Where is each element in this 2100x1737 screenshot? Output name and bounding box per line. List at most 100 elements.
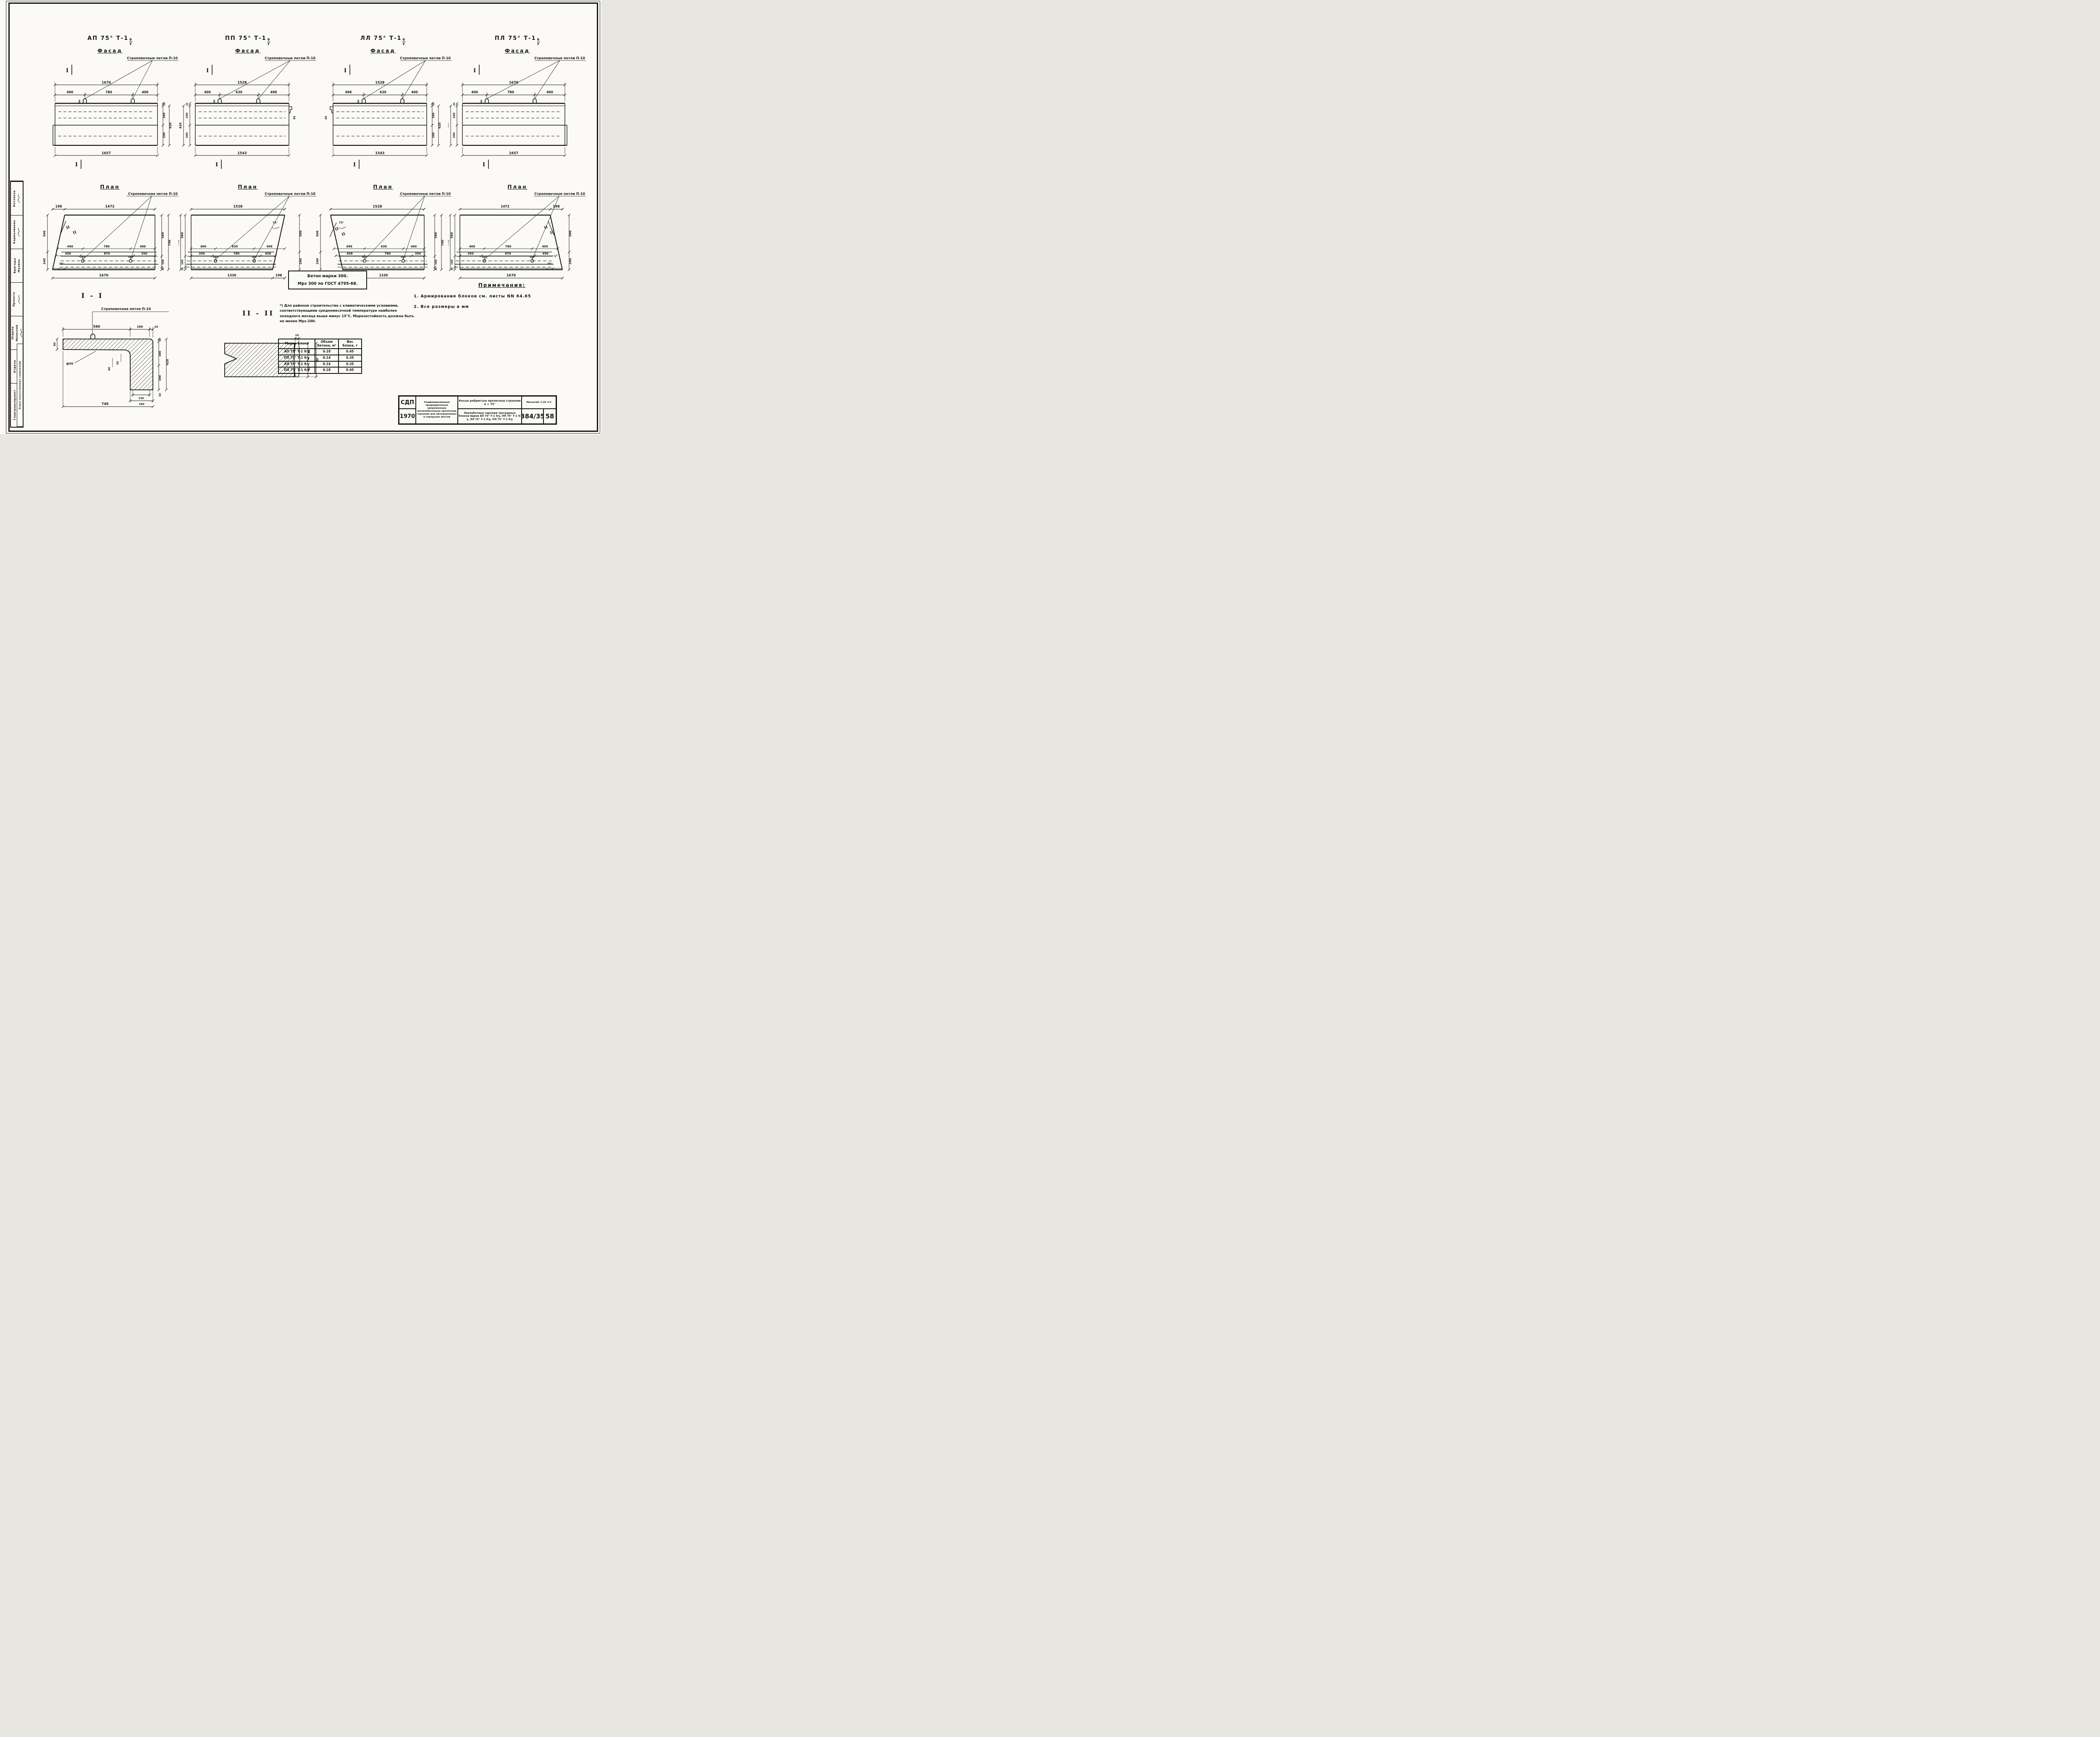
line	[561, 208, 564, 211]
stamp-dept-cell: Отдел искусственных сооружений	[17, 344, 23, 427]
line	[151, 405, 155, 408]
line	[257, 93, 260, 97]
line	[179, 213, 182, 217]
dim-label: 1472	[501, 205, 509, 208]
line	[331, 93, 335, 97]
facade-subtitle: Фасад	[370, 48, 396, 54]
section-mark: I	[344, 68, 346, 74]
line	[567, 250, 571, 254]
dim-label: 400	[411, 90, 418, 94]
section-1-title: I - I	[81, 292, 104, 300]
section-mark: I	[353, 162, 356, 168]
line	[82, 196, 152, 260]
dim-label: 500	[316, 231, 319, 237]
concrete-note-box: Бетон марки 300. Мрз 300 по ГОСТ 4795-68…	[288, 271, 367, 289]
section-mark: I	[473, 68, 476, 74]
line	[165, 388, 168, 392]
dim-label: 630	[380, 90, 386, 94]
dim-label: 450	[542, 252, 549, 255]
line	[283, 208, 286, 211]
dim-label: 350	[141, 252, 147, 255]
line	[81, 247, 84, 250]
loops-leader-label: Строповочные петли П-10	[127, 56, 178, 60]
dim-label: 1528	[233, 205, 243, 208]
line	[423, 254, 426, 258]
line	[461, 154, 464, 157]
dim-label: 1472	[105, 205, 114, 208]
line	[148, 328, 151, 331]
line	[157, 337, 160, 341]
line	[151, 328, 155, 331]
line	[403, 196, 425, 260]
line	[319, 213, 322, 217]
line	[483, 247, 486, 250]
dim-label: 630	[236, 90, 242, 94]
line	[425, 93, 428, 97]
angle-label: 75°	[273, 221, 278, 224]
loops-leader-label: Строповочные петли П-10	[400, 192, 451, 196]
line	[61, 405, 65, 408]
line	[132, 254, 135, 258]
section-mark: II	[341, 232, 346, 237]
dim-label: 160	[181, 260, 184, 265]
line	[298, 213, 301, 217]
line	[283, 247, 286, 250]
line	[331, 154, 335, 157]
dim-label: 740	[168, 240, 171, 246]
dim-label: 400	[471, 90, 478, 94]
col-header-weight: Вес блока, т	[338, 338, 362, 350]
dim-label: 20	[181, 267, 184, 270]
year: 1970	[399, 409, 416, 424]
dim-label: 500	[569, 231, 572, 237]
dim-label: 200	[158, 375, 162, 381]
line	[453, 265, 457, 269]
dim-label: 160	[451, 260, 454, 265]
dim-label: 780	[234, 252, 240, 255]
line	[53, 83, 57, 87]
line	[188, 144, 192, 147]
dim-label: 20	[154, 325, 158, 328]
dim-label: 780	[104, 245, 110, 248]
dim-label: 350	[199, 252, 205, 255]
line	[161, 102, 165, 105]
document-number: 384/35	[522, 409, 543, 424]
line	[184, 265, 187, 269]
stamp-cell: Котляков	[11, 181, 23, 215]
line	[430, 124, 434, 127]
dim-label: 200	[185, 132, 189, 138]
line	[55, 337, 59, 341]
col-header-mark: Марка блока	[278, 338, 316, 350]
dim-label: 350	[415, 252, 421, 255]
dim-label: 10	[295, 334, 299, 337]
line	[184, 213, 187, 217]
line	[453, 255, 457, 258]
line	[167, 268, 170, 271]
line	[63, 208, 66, 211]
dim-label: 450	[65, 252, 71, 255]
line	[194, 154, 197, 157]
dim-label: 400	[140, 245, 146, 248]
line	[218, 93, 221, 97]
line	[455, 102, 459, 105]
line	[433, 268, 436, 271]
footnote-marker: *)	[280, 304, 283, 307]
section-mark: I	[215, 162, 218, 168]
stamp-org-line: Главтранспроект	[13, 390, 16, 420]
line	[167, 213, 170, 217]
dim-label: 420	[179, 123, 182, 129]
dim-label: 498	[270, 90, 277, 94]
facade-subtitle: Фасад	[97, 48, 123, 54]
line	[330, 215, 343, 270]
dim-label: 1528	[237, 81, 247, 84]
dim-label: 870	[505, 252, 511, 255]
line	[563, 154, 567, 157]
line	[484, 196, 559, 260]
line	[160, 265, 163, 269]
section-mark: II	[543, 225, 549, 231]
line	[430, 144, 434, 147]
